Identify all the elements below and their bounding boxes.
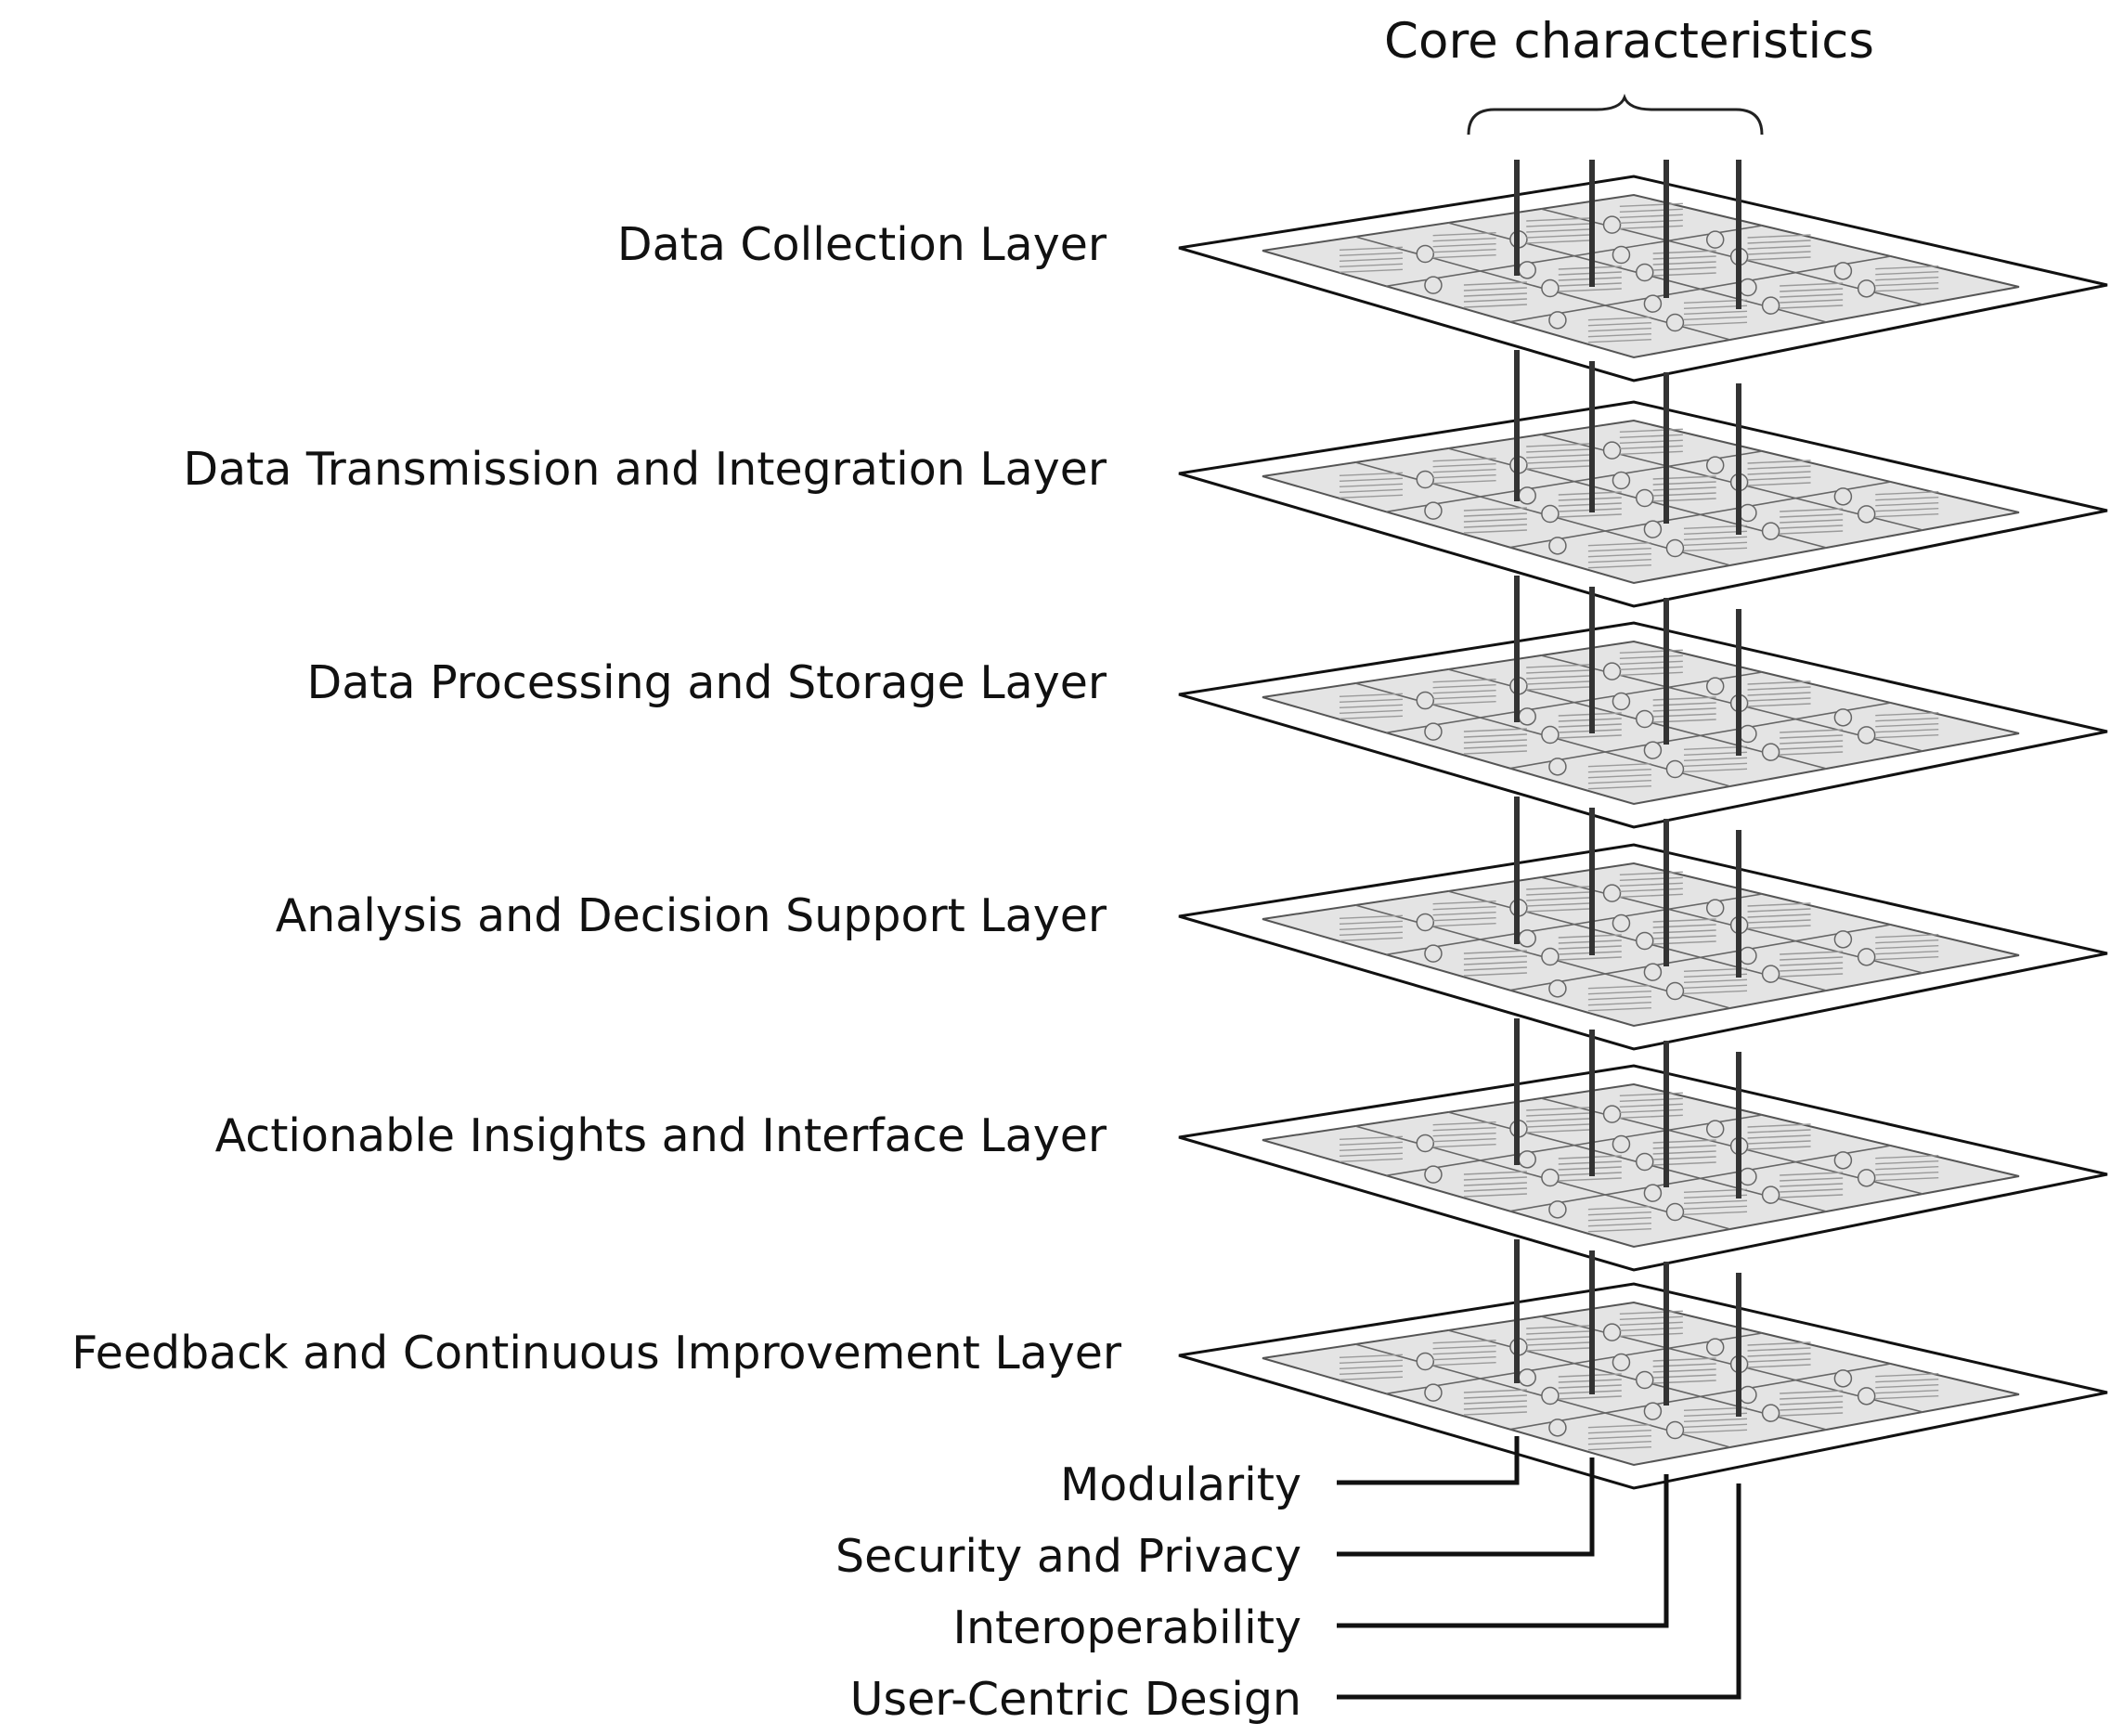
layer-plate-data-collection (1178, 175, 2108, 382)
layer-label-data-processing: Data Processing and Storage Layer (307, 656, 1107, 709)
layer-label-analysis-decision: Analysis and Decision Support Layer (276, 889, 1107, 942)
layer-label-data-collection: Data Collection Layer (617, 218, 1107, 271)
connector-security-privacy (1337, 1457, 1595, 1557)
layer-plate-feedback-improvement (1178, 1282, 2108, 1490)
layer-label-actionable-insights: Actionable Insights and Interface Layer (215, 1109, 1107, 1162)
layer-plate-actionable-insights (1178, 1064, 2108, 1272)
connector-user-centric-design (1337, 1483, 1741, 1700)
connector-interoperability (1337, 1474, 1669, 1628)
characteristic-label-user-centric-design: User-Centric Design (850, 1673, 1301, 1726)
layer-plate-data-transmission (1178, 400, 2108, 608)
layers-group (1178, 160, 2108, 1490)
layer-plate-data-processing (1178, 621, 2108, 829)
layer-label-feedback-improvement: Feedback and Continuous Improvement Laye… (71, 1327, 1122, 1380)
layer-label-data-transmission: Data Transmission and Integration Layer (183, 443, 1107, 496)
connector-modularity (1337, 1436, 1520, 1485)
core-characteristics-title: Core characteristics (1384, 13, 1874, 70)
characteristic-label-interoperability: Interoperability (953, 1601, 1302, 1654)
characteristic-label-modularity: Modularity (1060, 1458, 1301, 1511)
layer-plate-analysis-decision (1178, 843, 2108, 1051)
core-characteristics-brace (1467, 93, 1764, 136)
characteristic-label-security-privacy: Security and Privacy (835, 1530, 1301, 1583)
